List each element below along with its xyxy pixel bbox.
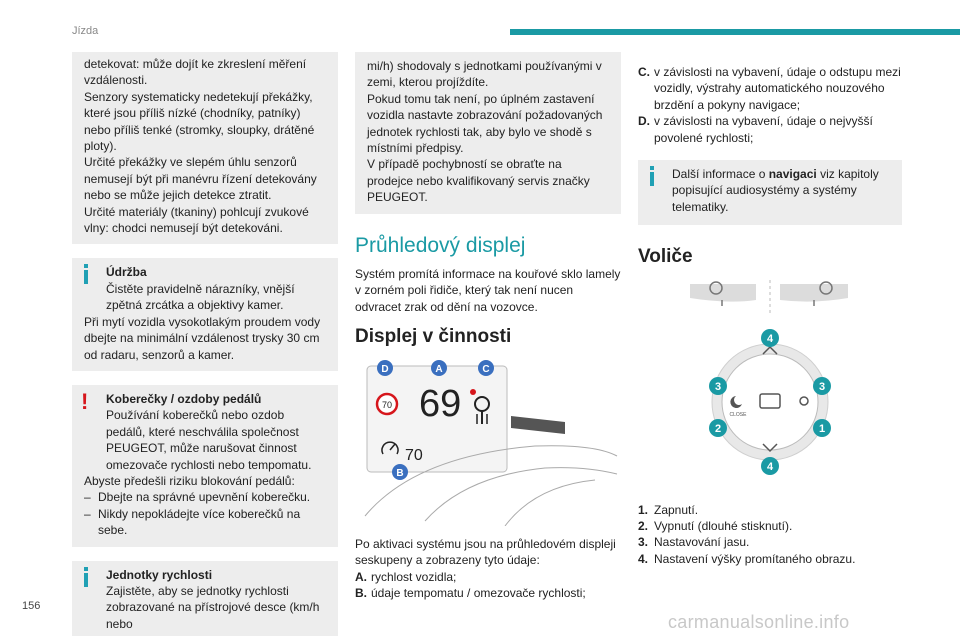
dashboard-outline	[364, 444, 618, 517]
marker-4-bottom	[761, 456, 779, 475]
list-item: 2.Vypnutí (dlouhé stisknutí).	[638, 519, 793, 534]
svg-text:D: D	[381, 364, 388, 375]
note-text: Zajistěte, aby se jednotky rychlosti zob…	[106, 583, 320, 631]
note-text: Čistěte pravidelně nárazníky, vnější zpě…	[106, 281, 295, 313]
hud-cruise-value: 70	[405, 447, 423, 464]
speed-limit-sign	[375, 392, 399, 415]
control-panel[interactable]	[721, 353, 819, 451]
info-icon	[650, 166, 654, 187]
column-2: mi/h) shodovaly s jednotkami používanými…	[355, 52, 621, 601]
down-arrow-icon[interactable]	[762, 443, 778, 452]
list-item: –Dbejte na správné upevnění koberečku.	[84, 490, 311, 505]
svg-text:2: 2	[715, 423, 721, 435]
units-note-continued: mi/h) shodovaly s jednotkami používanými…	[355, 52, 621, 214]
note-text: V případě pochybností se obraťte na prod…	[367, 157, 590, 205]
marker-2	[709, 418, 727, 437]
steering-wheel-icon	[819, 280, 833, 295]
controls-illustration: CLOSE 4 3 3 2 1 4	[690, 279, 848, 475]
note-title: Údržba	[106, 265, 147, 280]
section-title-controls: Voliče	[638, 246, 693, 268]
hud-button-icon[interactable]	[759, 392, 781, 409]
marker-b	[392, 463, 408, 480]
subsection-title: Displej v činnosti	[355, 326, 512, 348]
column-1: detekovat: může dojít ke zkreslení měřen…	[72, 52, 338, 637]
navigation-info-note: Další informace o navigaci viz kapitoly …	[638, 160, 902, 226]
list-item: D.v závislosti na vybavení, údaje o nejv…	[638, 114, 873, 145]
list-item: 3.Nastavování jasu.	[638, 535, 750, 550]
note-text: mi/h) shodovaly s jednotkami používanými…	[367, 59, 602, 90]
svg-text:A: A	[435, 364, 442, 375]
hud-info-intro: Po aktivaci systému jsou na průhledovém …	[355, 536, 616, 568]
intro-line: detekovat: může dojít ke zkreslení měřen…	[84, 57, 307, 88]
svg-text:C: C	[482, 364, 489, 375]
hud-speed: 69	[419, 383, 461, 425]
night-mode-icon[interactable]	[730, 395, 742, 408]
warning-icon: !	[81, 388, 89, 414]
info-icon	[84, 566, 88, 587]
watermark: carmanualsonline.info	[668, 612, 850, 632]
section-intro: Systém promítá informace na kouřové sklo…	[355, 267, 621, 314]
svg-text:4: 4	[767, 333, 774, 345]
sensor-limitations-box: detekovat: může dojít ke zkreslení měřen…	[72, 52, 338, 245]
marker-3-left	[709, 376, 727, 395]
page-number: 156	[22, 600, 41, 612]
list-item: C.v závislosti na vybavení, údaje o odst…	[638, 65, 901, 112]
list-item: –Nikdy nepokládejte více koberečků na se…	[84, 506, 301, 538]
intro-line: Určité materiály (tkaniny) pohlcují zvuk…	[84, 204, 309, 236]
svg-text:3: 3	[819, 381, 825, 393]
hud-blade	[511, 415, 565, 434]
svg-text:1: 1	[819, 423, 825, 435]
intro-line: Určité překážky ve slepém úhlu senzorů n…	[84, 155, 317, 203]
steering-wheel-icon	[709, 280, 723, 295]
list-item: 4.Nastavení výšky promítaného obrazu.	[638, 551, 856, 566]
note-text: Používání koberečků nebo ozdob pedálů, k…	[106, 408, 312, 472]
list-item: B.údaje tempomatu / omezovače rychlosti;	[355, 585, 586, 600]
speedometer-icon	[381, 441, 399, 455]
note-text: Při mytí vozidla vysokotlakým proudem vo…	[84, 314, 321, 362]
marker-d	[377, 359, 393, 376]
marker-c	[478, 359, 494, 376]
speed-limit-value: 70	[382, 400, 392, 410]
marker-a	[431, 359, 447, 376]
note-title: Jednotky rychlosti	[106, 567, 213, 582]
svg-text:3: 3	[715, 381, 721, 393]
info-icon	[84, 264, 88, 285]
steering-panel-left	[690, 283, 756, 302]
intro-line: Senzory systematicky nedetekují překážky…	[84, 89, 315, 154]
section-title-hud: Průhledový displej	[355, 233, 526, 257]
svg-text:4: 4	[767, 461, 774, 473]
chapter-title: Jízda	[72, 25, 99, 37]
hud-illustration: 70 69 70 D A C B	[364, 359, 618, 526]
units-note: Jednotky rychlosti Zajistěte, aby se jed…	[72, 560, 338, 637]
brightness-icon[interactable]	[799, 395, 809, 406]
close-label: CLOSE	[730, 412, 748, 418]
marker-3-right	[813, 376, 831, 395]
note-text: Pokud tomu tak není, po úplném zastavení…	[367, 91, 603, 156]
marker-4-top	[761, 328, 779, 347]
list-item: 1.Zapnutí.	[638, 502, 699, 517]
steering-panel-right	[780, 283, 848, 302]
header-accent-bar	[510, 29, 960, 35]
note-text: Abyste předešli riziku blokování pedálů:	[84, 473, 295, 488]
list-item: A.rychlost vozidla;	[355, 569, 457, 584]
note-title: Koberečky / ozdoby pedálů	[106, 391, 262, 406]
column-3: C.v závislosti na vybavení, údaje o odst…	[638, 64, 902, 567]
controls-list: 1.Zapnutí. 2.Vypnutí (dlouhé stisknutí).…	[638, 502, 902, 568]
mats-warning: ! Koberečky / ozdoby pedálů Používání ko…	[72, 384, 338, 547]
marker-1	[813, 418, 831, 437]
svg-text:B: B	[396, 468, 403, 479]
maintenance-note: Údržba Čistěte pravidelně nárazníky, vně…	[72, 258, 338, 371]
